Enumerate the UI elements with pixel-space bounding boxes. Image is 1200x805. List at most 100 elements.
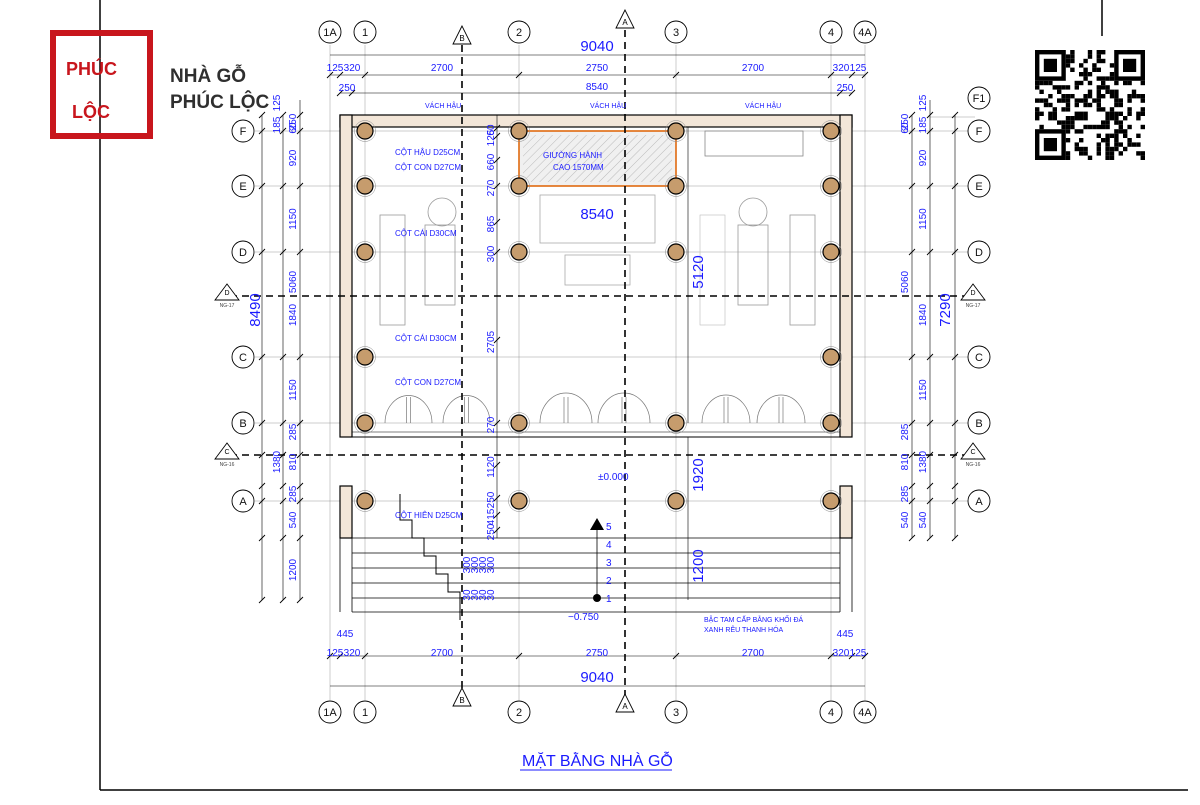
section-ref-label: NG-17 [966,303,981,309]
brand-name-line1: NHÀ GỖ [170,65,246,87]
qr-code-icon [1035,50,1145,160]
axis-label-row: A [239,496,247,508]
dimension-value: 60 [486,124,497,136]
building-outline [339,114,853,620]
column-circle [822,122,840,140]
dimension-value: 1200 [690,549,707,582]
dimension-value: 320 [833,648,850,659]
axis-label-row: D [975,247,983,259]
column-circle [510,177,528,195]
dimension-value: 125 [272,94,283,111]
column-circle [510,492,528,510]
dimension-value: 320 [344,63,361,74]
dimension-value: 2700 [431,648,454,659]
dimension-value: 285 [288,485,299,502]
dimension-value: 250 [900,113,911,130]
dimension-value: 1150 [918,379,929,401]
dimension-value: 1380 [272,450,283,473]
dimension-value: 1840 [918,303,929,326]
section-mark-label: D [224,290,229,297]
dimension-value: 445 [337,629,354,640]
axis-label-extra: F1 [973,93,986,105]
axis-label-col: 2 [516,27,522,39]
label-stone-steps-2: XANH RÊU THANH HÓA [704,625,784,634]
label-cot-hien: CỘT HIÊN D25CM [395,511,463,520]
dimension-value: 920 [918,149,929,166]
brand-logo: PHÚC LỘC NHÀ GỖ PHÚC LỘC [50,30,270,139]
dimension-value: 1120 [486,456,497,478]
label-vach-hau-1: VÁCH HẬU [425,101,461,110]
axis-label-col: 1A [323,707,337,719]
label-bed-1: GIƯỜNG HÀNH [543,151,602,160]
column-circle [822,492,840,510]
dimension-value: 660 [486,153,497,170]
dimension-value: 30 [462,589,473,601]
dimension-value: 125 [327,63,344,74]
dimension-value: 300 [486,245,497,262]
dimension-value: 30 [486,589,497,601]
axis-label-row: A [975,496,983,508]
section-mark-label: B [459,696,464,705]
column-circle [510,122,528,140]
column-circle [510,414,528,432]
column-circle [356,492,374,510]
dimension-value: 250 [486,523,497,540]
dimension-value: 2750 [586,648,609,659]
column-circle [667,243,685,261]
axis-label-col: 4A [858,707,872,719]
section-ref-label: NG-17 [220,303,235,309]
column-circle [822,177,840,195]
dimension-value: 2700 [431,63,454,74]
axis-label-col: 4 [828,27,834,39]
dimension-value: 185 [272,116,283,133]
logo-top-text: PHÚC [66,58,117,79]
dimension-value: 540 [288,511,299,528]
dimension-value: 30 [470,589,481,601]
section-mark-label: A [622,702,628,711]
axis-label-row: C [239,352,247,364]
dimension-value: 7290 [937,293,954,326]
annotation-labels: VÁCH HẬU VÁCH HẬU VÁCH HẬU CỘT HẬU D25CM… [395,101,804,771]
dimension-value: 125 [850,648,867,659]
section-mark-label: B [459,34,464,43]
dimension-value: 125 [918,94,929,111]
section-mark-label: C [970,449,975,456]
logo-bottom-text: LỘC [72,101,110,122]
dimension-value: 5060 [900,270,911,293]
column-circle [667,414,685,432]
label-vach-hau-2: VÁCH HẬU [590,101,626,110]
label-cot-con: CỘT CON D27CM [395,163,461,172]
dimension-value: 320 [833,63,850,74]
dimension-value: 125 [850,63,867,74]
section-ref-label: NG-16 [966,462,981,468]
axis-label-row: E [975,181,982,193]
column-circle [822,243,840,261]
dimension-value: 250 [288,113,299,130]
label-cot-hau: CỘT HẬU D25CM [395,148,461,157]
dimension-value: 320 [344,648,361,659]
dimension-value: 300 [470,556,481,573]
axis-label-row: C [975,352,983,364]
dimension-value: 125 [486,129,497,146]
dimension-value: 9040 [580,38,613,55]
dimension-value: 810 [288,453,299,470]
column-circle [667,492,685,510]
dimension-value: 1380 [918,450,929,473]
dimension-value: 60 [900,122,911,134]
section-mark-label: C [224,449,229,456]
dimension-value: 2750 [586,63,609,74]
axis-label-row: E [239,181,246,193]
dimension-value: 270 [486,416,497,433]
column-circle [667,122,685,140]
column-circle [356,243,374,261]
axis-label-col: 3 [673,27,679,39]
dimension-value: 300 [478,556,489,573]
dimension-value: 540 [900,511,911,528]
dimension-value: 9040 [580,669,613,686]
step-number: 2 [606,576,612,587]
step-number: 5 [606,522,612,533]
dimension-value: 920 [288,149,299,166]
dimension-value: 2700 [742,63,765,74]
dimension-value: 250 [339,83,356,94]
